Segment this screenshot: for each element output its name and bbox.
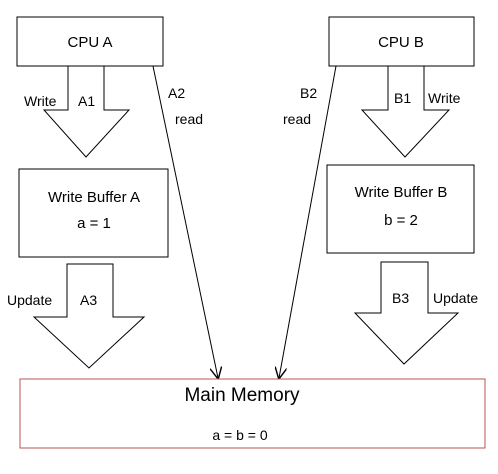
update-a-action-label: Update [7, 292, 52, 308]
main-memory-title: Main Memory [184, 385, 300, 406]
write-buffer-b-title: Write Buffer B [355, 184, 448, 201]
update-b-step-label: B3 [392, 290, 409, 306]
read-a-step-label: A2 [168, 85, 185, 101]
write-a-step-label: A1 [78, 93, 95, 109]
read-b-step-label: B2 [300, 85, 317, 101]
read-arrow-a: A2 read [152, 65, 218, 378]
cpu-b-label: CPU B [378, 34, 424, 51]
read-b-action-label: read [283, 111, 311, 127]
cpu-b-box: CPU B [328, 16, 475, 67]
write-b-step-label: B1 [394, 90, 411, 106]
write-buffer-a-title: Write Buffer A [48, 189, 140, 206]
write-a-action-label: Write [24, 93, 57, 109]
update-arrow-b: B3 Update [353, 261, 478, 365]
write-b-action-label: Write [428, 90, 461, 106]
read-a-action-label: read [175, 111, 203, 127]
update-a-step-label: A3 [80, 292, 97, 308]
read-arrow-b: B2 read [279, 65, 337, 378]
write-buffer-b-box: Write Buffer B b = 2 [326, 164, 475, 254]
main-memory-value: a = b = 0 [212, 427, 267, 443]
cpu-a-label: CPU A [67, 34, 112, 51]
write-buffer-b-value: b = 2 [384, 212, 418, 229]
write-arrow-a: Write A1 [24, 65, 131, 158]
write-buffer-a-value: a = 1 [77, 215, 111, 232]
write-arrow-b: B1 Write [360, 65, 461, 158]
main-memory-box: Main Memory a = b = 0 [19, 378, 486, 449]
update-b-action-label: Update [433, 290, 478, 306]
cpu-a-box: CPU A [16, 16, 164, 67]
write-buffer-a-box: Write Buffer A a = 1 [18, 168, 169, 258]
update-arrow-a: Update A3 [7, 263, 146, 369]
